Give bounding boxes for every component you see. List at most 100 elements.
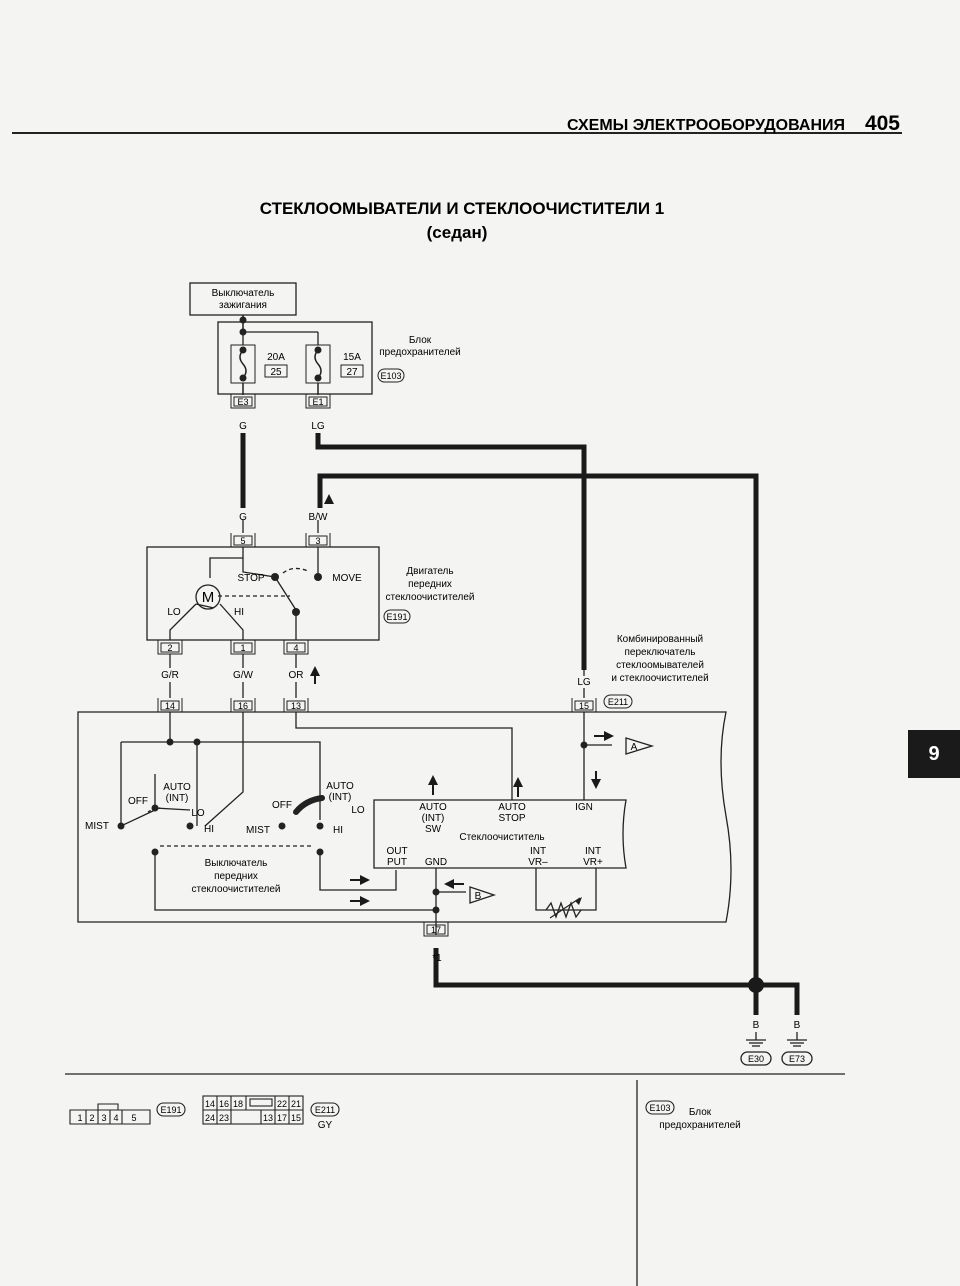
legend-e211-connector bbox=[202, 1095, 340, 1125]
combo-connector: E211 bbox=[608, 697, 628, 707]
wiper-gnd: GND bbox=[425, 857, 447, 868]
fuse-25-number: 25 bbox=[270, 367, 282, 378]
wire-label-b-2: B bbox=[794, 1020, 801, 1031]
ground-symbols bbox=[740, 1032, 813, 1066]
legend-e191-pin: 4 bbox=[113, 1113, 118, 1123]
combo-pin-16: 16 bbox=[238, 701, 248, 711]
fuse-27-amp: 15A bbox=[343, 352, 361, 363]
motor-label-2: передних bbox=[408, 579, 452, 590]
wire-label-gr: G/R bbox=[161, 670, 179, 681]
wiper-out-2: PUT bbox=[387, 857, 407, 868]
combo-label-3: стеклоомывателей bbox=[616, 660, 704, 671]
combo-internal-wiring bbox=[120, 712, 612, 935]
thick-wires bbox=[240, 433, 800, 1015]
legend-e211-label: E211 bbox=[315, 1105, 335, 1115]
motor-pin-5: 5 bbox=[240, 536, 245, 546]
switch-label-2: передних bbox=[214, 871, 258, 882]
switch1-hi: HI bbox=[204, 824, 214, 835]
motor-m-symbol: M bbox=[202, 589, 215, 606]
wire-label-g-top: G bbox=[239, 421, 247, 432]
fuse-block-label-1: Блок bbox=[409, 335, 432, 346]
legend-e211-pin: 16 bbox=[219, 1099, 229, 1109]
legend-e211-pin: 13 bbox=[263, 1113, 273, 1123]
wiper-unit-box bbox=[373, 799, 627, 869]
fuse-block bbox=[217, 315, 373, 395]
fuse-pin-e3: E3 bbox=[237, 397, 248, 407]
legend-e191-pin: 5 bbox=[131, 1113, 136, 1123]
motor-stop-label: STOP bbox=[237, 573, 264, 584]
combo-label-2: переключатель bbox=[625, 647, 696, 658]
motor-connector: E191 bbox=[386, 612, 407, 622]
page-number: 405 bbox=[865, 112, 900, 135]
wire-label-gw: G/W bbox=[233, 670, 254, 681]
switch1-mist: MIST bbox=[85, 821, 109, 832]
motor-label-3: стеклоочистителей bbox=[385, 592, 474, 603]
legend-e211-pin: 18 bbox=[233, 1099, 243, 1109]
combo-label-4: и стеклоочистителей bbox=[611, 673, 708, 684]
legend-e211-pin: 14 bbox=[205, 1099, 215, 1109]
motor-lo-label: LO bbox=[167, 607, 181, 618]
wire-label-g-motor: G bbox=[239, 512, 247, 523]
fuse-pin-e1: E1 bbox=[312, 397, 323, 407]
wiper-unit-name: Стеклоочиститель bbox=[459, 832, 544, 843]
combo-pin-14: 14 bbox=[165, 701, 175, 711]
switch-label-1: Выключатель bbox=[205, 858, 268, 869]
switch2-lo: LO bbox=[351, 805, 365, 816]
wire-label-b-1: B bbox=[753, 1020, 760, 1031]
combo-pin-13: 13 bbox=[291, 701, 301, 711]
legend-e211-pin: 21 bbox=[291, 1099, 301, 1109]
combo-pin-15: 15 bbox=[579, 701, 589, 711]
fuse-25-amp: 20A bbox=[267, 352, 285, 363]
wiper-auto-stop-1: AUTO bbox=[498, 802, 526, 813]
legend-e211-pin: 22 bbox=[277, 1099, 287, 1109]
switch2-off: OFF bbox=[272, 800, 292, 811]
wiper-auto-int-sw-3: SW bbox=[425, 824, 442, 835]
chapter-tab: 9 bbox=[908, 730, 960, 778]
legend-e191-pin: 1 bbox=[77, 1113, 82, 1123]
switch1-lo: LO bbox=[191, 808, 205, 819]
legend-e103-text-2: предохранителей bbox=[659, 1120, 741, 1131]
wire-label-lg-top: LG bbox=[311, 421, 325, 432]
legend-e211-pin: 17 bbox=[277, 1113, 287, 1123]
combo-switch-box bbox=[77, 711, 732, 923]
ignition-label-2: зажигания bbox=[219, 300, 267, 311]
wiper-auto-int-sw-2: (INT) bbox=[422, 813, 445, 824]
wiper-ign: IGN bbox=[575, 802, 593, 813]
ground-e30: E30 bbox=[748, 1054, 764, 1064]
diagram-title: СТЕКЛООМЫВАТЕЛИ И СТЕКЛООЧИСТИТЕЛИ 1 bbox=[260, 199, 665, 218]
ignition-label-1: Выключатель bbox=[212, 288, 275, 299]
marker-a: A bbox=[631, 742, 638, 753]
fuse-block-connector: E103 bbox=[380, 371, 401, 381]
wiper-out-1: OUT bbox=[386, 846, 407, 857]
switch2-mist: MIST bbox=[246, 825, 270, 836]
legend-e191-pin: 2 bbox=[89, 1113, 94, 1123]
wiper-int-1: INT bbox=[530, 846, 546, 857]
switch2-hi: HI bbox=[333, 825, 343, 836]
motor-pin-4: 4 bbox=[293, 643, 298, 653]
fuse-block-label-2: предохранителей bbox=[379, 347, 461, 358]
ground-e73: E73 bbox=[789, 1054, 805, 1064]
wiper-auto-stop-2: STOP bbox=[498, 813, 525, 824]
legend-e211-pin: 23 bbox=[219, 1113, 229, 1123]
switch-label-3: стеклоочистителей bbox=[191, 884, 280, 895]
diagram-subtitle: (седан) bbox=[427, 223, 488, 242]
fuse-27-number: 27 bbox=[346, 367, 358, 378]
marker-b: B bbox=[475, 891, 482, 902]
legend-e103-text-1: Блок bbox=[689, 1107, 712, 1118]
wire-label-bw: B/W bbox=[309, 512, 328, 523]
legend-e211-color: GY bbox=[318, 1120, 333, 1131]
switch2-auto: AUTO bbox=[326, 781, 354, 792]
legend-e191-connector bbox=[69, 1102, 186, 1125]
legend-e211-pin: 15 bbox=[291, 1113, 301, 1123]
wiper-motor-box bbox=[146, 546, 380, 641]
legend-e191-label: E191 bbox=[160, 1105, 181, 1115]
motor-move-label: MOVE bbox=[332, 573, 362, 584]
motor-pin-3: 3 bbox=[315, 536, 320, 546]
legend-e103-label: E103 bbox=[649, 1103, 670, 1113]
wire-label-or: OR bbox=[289, 670, 304, 681]
wire-label-lg-combo: LG bbox=[577, 677, 591, 688]
switch1-auto: AUTO bbox=[163, 782, 191, 793]
wiper-vr-minus: VR– bbox=[528, 857, 548, 868]
legend-e191-pin: 3 bbox=[101, 1113, 106, 1123]
